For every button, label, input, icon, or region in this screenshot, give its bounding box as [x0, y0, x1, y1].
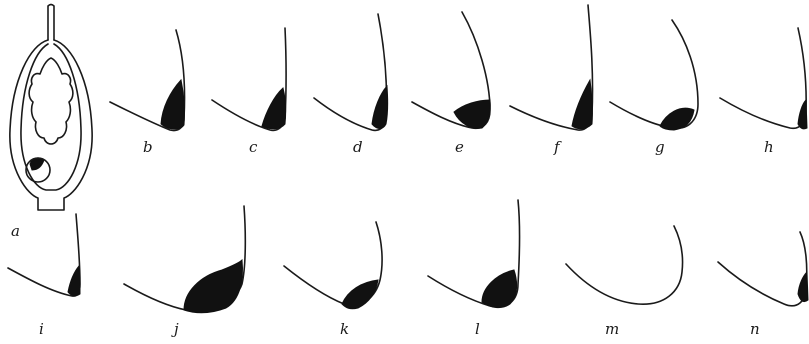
- panel-label-f: f: [553, 138, 562, 156]
- panel-label-j: j: [171, 320, 179, 338]
- panel-l-fragment: [428, 200, 520, 308]
- panel-label-i: i: [39, 320, 44, 338]
- panel-j-fragment: [124, 206, 245, 313]
- panel-label-d: d: [353, 138, 363, 156]
- panel-b-fragment: [110, 30, 185, 131]
- panel-h-fragment: [720, 28, 807, 129]
- panel-label-n: n: [750, 320, 760, 338]
- panel-label-g: g: [655, 138, 665, 156]
- panel-label-c: c: [249, 138, 258, 156]
- panel-label-l: l: [475, 320, 480, 338]
- panel-label-e: e: [455, 138, 464, 156]
- panel-d-fragment: [314, 14, 388, 130]
- panel-k-fragment: [284, 222, 382, 309]
- panel-label-h: h: [764, 138, 774, 156]
- panel-m-fragment: [566, 226, 683, 304]
- panel-label-m: m: [605, 320, 619, 338]
- panel-a-structure: [10, 5, 92, 211]
- panel-e-fragment: [412, 12, 490, 128]
- panel-f-fragment: [510, 5, 593, 130]
- panel-n-fragment: [718, 232, 808, 306]
- panel-c-fragment: [212, 28, 286, 130]
- panel-label-b: b: [143, 138, 153, 156]
- panel-label-k: k: [340, 320, 349, 338]
- panel-label-a: a: [11, 222, 20, 240]
- panel-g-fragment: [610, 20, 698, 130]
